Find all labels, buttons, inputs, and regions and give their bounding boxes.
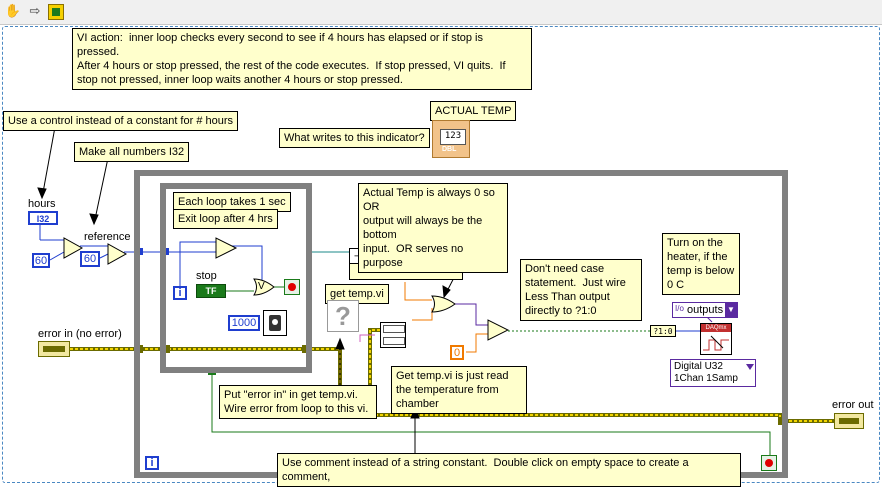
inner-while-loop[interactable] [160, 183, 312, 373]
exit-loop-note: Exit loop after 4 hrs [173, 209, 278, 229]
arrow-tool-icon[interactable]: ⇨ [29, 4, 41, 19]
use-control-note: Use a control instead of a constant for … [3, 111, 239, 131]
inner-stop-terminal[interactable] [284, 279, 300, 295]
use-comment-note: Use comment instead of a string constant… [277, 453, 741, 487]
inner-iteration-terminal: i [173, 286, 187, 300]
dont-need-case-note: Don't need case statement. Just wire Les… [520, 259, 642, 321]
numeric-icon: 123 [440, 129, 466, 145]
make-i32-note: Make all numbers I32 [74, 142, 190, 162]
error-out-label: error out [832, 399, 874, 411]
get-temp-explanation-note: Get temp.vi is just read the temperature… [391, 366, 527, 414]
constant-60-reference[interactable]: 60 [80, 251, 100, 267]
stop-label: stop [196, 270, 217, 282]
stop-button-terminal[interactable]: TF [196, 284, 226, 298]
daq-channel-text: outputs [687, 304, 724, 316]
what-writes-note: What writes to this indicator? [279, 128, 430, 148]
error-in-control[interactable] [38, 341, 70, 357]
actual-temp-indicator[interactable]: 123 DBL [432, 120, 470, 158]
hand-tool-icon[interactable]: ✋ [4, 4, 22, 19]
unbundle-node[interactable] [380, 322, 406, 348]
wait-ms-function[interactable] [263, 310, 287, 336]
constant-60-hours[interactable]: 60 [32, 253, 50, 268]
daqmx-header: DAQmx [701, 324, 731, 332]
vi-action-note: VI action: inner loop checks every secon… [72, 28, 532, 90]
wait-ms-constant[interactable]: 1000 [228, 315, 260, 331]
dbl-repr-label: DBL [442, 146, 457, 153]
selector-arrow-icon [746, 364, 754, 370]
turn-on-heater-note: Turn on the heater, if the temp is below… [662, 233, 740, 295]
error-out-indicator[interactable] [834, 413, 864, 429]
daq-polymorphic-selector[interactable]: Digital U32 1Chan 1Samp [670, 359, 756, 387]
outer-stop-terminal[interactable] [761, 455, 777, 471]
actual-temp-label: ACTUAL TEMP [430, 101, 517, 121]
put-error-in-note: Put "error in" in get temp.vi. Wire erro… [219, 385, 377, 419]
chevron-down-icon[interactable]: ▼ [725, 303, 737, 317]
daqmx-write-vi[interactable]: DAQmx [700, 323, 732, 355]
reference-label: reference [84, 231, 131, 243]
zero-constant[interactable]: 0 [450, 345, 464, 360]
error-in-label: error in (no error) [38, 328, 122, 340]
hours-label: hours [28, 198, 56, 210]
highlight-execution-icon[interactable] [48, 4, 64, 20]
get-temp-label: get temp.vi [325, 284, 389, 304]
outer-iteration-terminal: i [145, 456, 159, 470]
or-node-label: V [258, 281, 265, 292]
actual-temp-or-note: Actual Temp is always 0 so OR output wil… [358, 183, 508, 273]
daq-channel-constant[interactable]: I/o outputs ▼ [672, 302, 738, 318]
hours-control[interactable]: I32 [28, 211, 58, 225]
get-temp-subvi[interactable]: ? [327, 300, 359, 332]
toolbar: ✋ ⇨ [0, 0, 882, 25]
bool-to-01-node[interactable]: ?1:0 [650, 325, 676, 337]
